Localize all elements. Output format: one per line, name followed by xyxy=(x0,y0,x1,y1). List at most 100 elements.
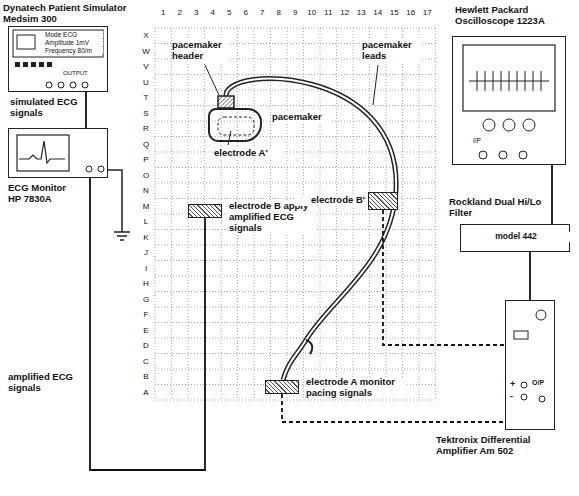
grid-line xyxy=(155,28,436,29)
grid-line xyxy=(155,369,436,370)
grid-row-letter: N xyxy=(140,186,152,195)
device-heading: ECG Monitor HP 7830A xyxy=(8,183,80,205)
signal-label: amplified ECG signals xyxy=(8,372,78,394)
screen-text: Frequency 80/m xyxy=(45,47,103,54)
grid-line xyxy=(155,291,436,292)
grid-line xyxy=(155,260,436,261)
grid-row-letter: J xyxy=(140,248,152,257)
part-label: electrode B' xyxy=(295,195,365,206)
signal-wire xyxy=(383,210,505,345)
grid-row-letter: C xyxy=(140,357,152,366)
leader-line xyxy=(373,65,378,105)
grid-row-letter: A xyxy=(140,388,152,397)
lead-hook xyxy=(306,340,312,354)
grid-column-number: 2 xyxy=(172,8,188,17)
grid-line xyxy=(171,28,172,400)
grid-column-number: 17 xyxy=(419,8,435,17)
electrode-a: electrode A monitor pacing signals xyxy=(265,380,299,394)
grid-line xyxy=(155,307,436,308)
grid-row-letter: G xyxy=(140,295,152,304)
ground-symbol xyxy=(108,170,130,240)
grid-column-number: 1 xyxy=(155,8,171,17)
leader-line xyxy=(228,131,231,145)
model-label: model 442 xyxy=(461,232,571,242)
grid-line xyxy=(155,245,436,246)
grid-line xyxy=(155,136,436,137)
signal-wire xyxy=(90,178,205,470)
grid-line xyxy=(155,74,436,75)
grid-line xyxy=(336,28,337,400)
grid-row-letter: W xyxy=(140,47,152,56)
filter-box: Rockland Dual Hi/Lo Filtermodel 442 xyxy=(460,224,570,252)
part-label: electrode A monitor pacing signals xyxy=(306,377,406,399)
grid-row-letter: H xyxy=(140,279,152,288)
grid-row-letter: D xyxy=(140,341,152,350)
grid-line xyxy=(155,400,436,401)
grid-column-number: 6 xyxy=(238,8,254,17)
grid-row-letter: Q xyxy=(140,140,152,149)
grid-row-letter: X xyxy=(140,31,152,40)
device-heading: Rockland Dual Hi/Lo Filter xyxy=(449,197,544,219)
pacemaker-lead-inner xyxy=(226,79,396,380)
oscilloscope: Hewlett Packard Oscilloscope 1223AI/P xyxy=(452,36,566,165)
part-label: electrode A' xyxy=(214,148,284,159)
differential-amplifier-detail xyxy=(506,301,556,431)
grid-row-letter: F xyxy=(140,310,152,319)
grid-row-letter: T xyxy=(140,93,152,102)
grid-line xyxy=(155,183,436,184)
grid-row-letter: I xyxy=(140,264,152,273)
terminal-label: + xyxy=(510,379,518,389)
pacemaker-header xyxy=(218,96,234,108)
part-label: pacemaker xyxy=(272,112,332,123)
pacemaker: pacemaker xyxy=(208,108,262,142)
grid-column-number: 4 xyxy=(205,8,221,17)
grid-line xyxy=(155,322,436,323)
device-heading: Dynatech Patient Simulator Medsim 300 xyxy=(3,3,153,25)
device-heading: Hewlett Packard Oscilloscope 1223A xyxy=(455,5,567,27)
electrode-b-prime: electrode B' xyxy=(368,192,398,210)
grid-row-letter: S xyxy=(140,109,152,118)
signal-wire xyxy=(551,165,553,224)
port-label: OUTPUT xyxy=(63,70,103,77)
grid-row-letter: R xyxy=(140,124,152,133)
grid-column-number: 9 xyxy=(287,8,303,17)
differential-amplifier: Tektronix Differential Amplifier Am 502+… xyxy=(505,300,555,430)
port-label: I/P xyxy=(473,137,497,144)
screen-text: Mode ECG xyxy=(45,31,103,38)
grid-column-number: 7 xyxy=(254,8,270,17)
part-label: pacemaker leads xyxy=(362,40,420,62)
grid-column-number: 8 xyxy=(271,8,287,17)
grid-line xyxy=(155,338,436,339)
oscilloscope-detail xyxy=(453,37,567,166)
grid-row-letter: P xyxy=(140,155,152,164)
grid-column-number: 10 xyxy=(304,8,320,17)
grid-lines xyxy=(155,28,436,400)
grid-row-letter: B xyxy=(140,372,152,381)
grid-row-letter: E xyxy=(140,326,152,335)
grid-line xyxy=(155,276,436,277)
grid-row-letter: M xyxy=(140,202,152,211)
port-label: O/P xyxy=(532,379,554,387)
signal-label: simulated ECG signals xyxy=(10,97,80,119)
ecg-monitor: ECG Monitor HP 7830A xyxy=(8,128,108,178)
patient-simulator: Dynatech Patient Simulator Medsim 300Mod… xyxy=(8,26,108,92)
grid-line xyxy=(155,90,436,91)
grid-column-number: 5 xyxy=(221,8,237,17)
grid-column-number: 12 xyxy=(337,8,353,17)
grid-row-letter: O xyxy=(140,171,152,180)
terminal-label: - xyxy=(510,391,518,401)
grid-column-number: 16 xyxy=(403,8,419,17)
grid-column-number: 15 xyxy=(386,8,402,17)
grid-row-letter: U xyxy=(140,78,152,87)
grid-column-number: 13 xyxy=(353,8,369,17)
leader-line xyxy=(205,65,219,95)
ecg-monitor-detail xyxy=(9,129,109,179)
electrode-b: electrode B apply amplified ECG signals xyxy=(188,204,222,218)
screen-text: Amplitude 1mV xyxy=(45,39,103,46)
grid-column-number: 3 xyxy=(188,8,204,17)
grid-column-number: 11 xyxy=(320,8,336,17)
grid-column-number: 14 xyxy=(370,8,386,17)
pacemaker-detail xyxy=(210,110,264,144)
signal-wire xyxy=(529,252,531,300)
